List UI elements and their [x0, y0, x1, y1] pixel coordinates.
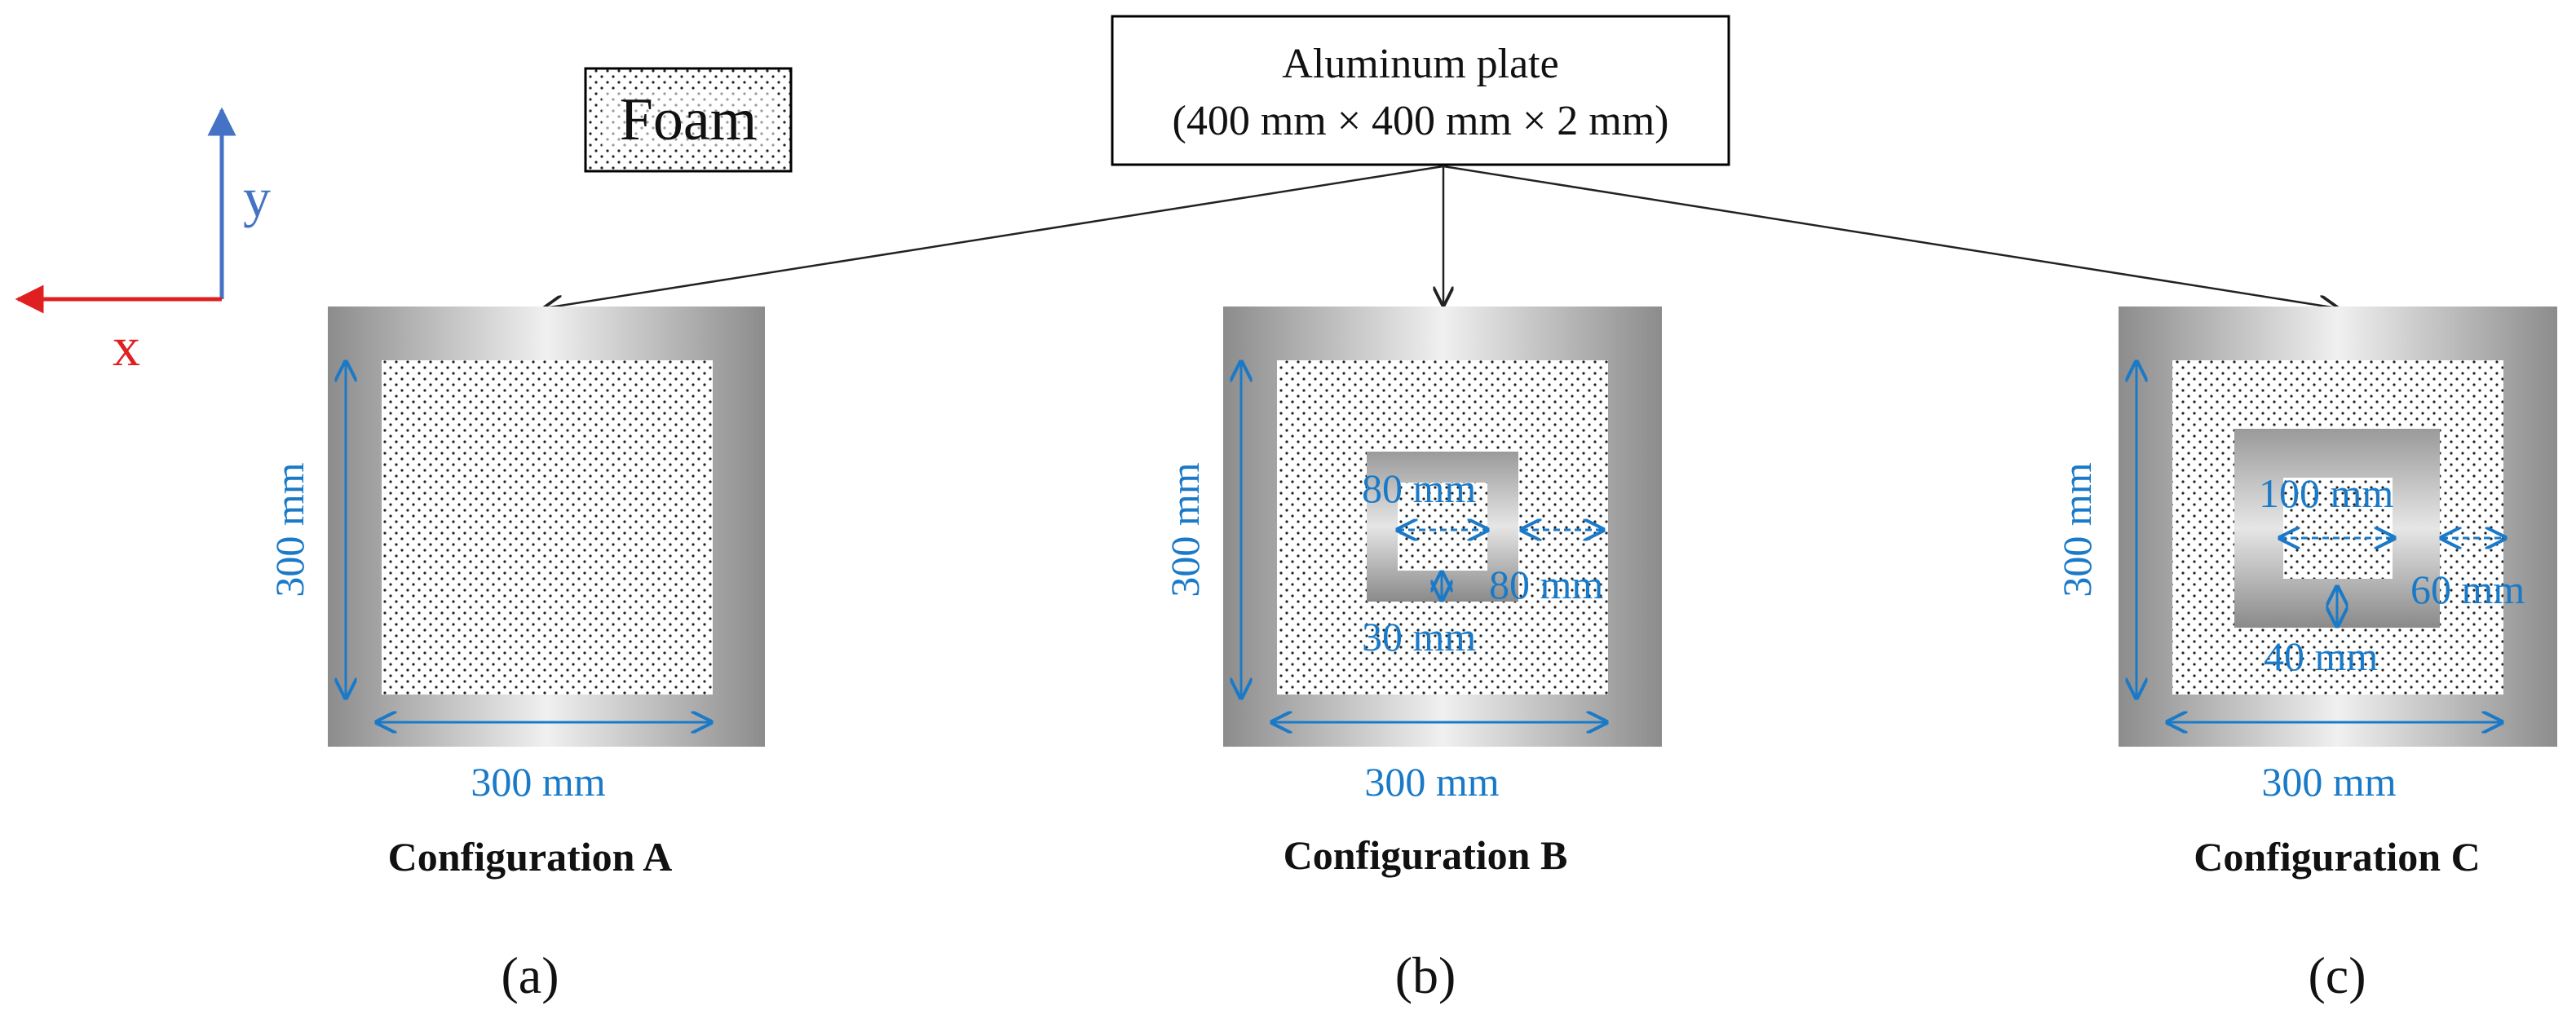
ring-width-dimension-label: 40 mm	[2264, 633, 2378, 679]
configuration-title: Configuration C	[2194, 834, 2480, 880]
arrow-to-config-c	[1443, 165, 2337, 308]
aluminum-plate-title: Aluminum plate	[1282, 41, 1558, 87]
panel-label: (c)	[2308, 946, 2366, 1004]
frame-gap-dimension-label: 80 mm	[1489, 562, 1603, 607]
hole-dimension-label: 80 mm	[1362, 465, 1476, 511]
y-axis-label: y	[243, 166, 271, 228]
aluminum-plate-dimensions: (400 mm × 400 mm × 2 mm)	[1173, 98, 1669, 144]
foam-legend: Foam	[584, 67, 793, 173]
width-dimension-label: 300 mm	[2261, 759, 2396, 805]
panel-label: (b)	[1395, 946, 1456, 1004]
ring-width-dimension-label: 30 mm	[1362, 614, 1476, 659]
arrow-to-config-a	[545, 165, 1444, 308]
width-dimension-label: 300 mm	[1364, 759, 1499, 805]
foam-legend-label: Foam	[620, 86, 758, 153]
x-axis-label: x	[113, 315, 140, 377]
configuration-c: 100 mm 60 mm 40 mm 300 mm 300 mm Configu…	[2054, 307, 2557, 1004]
configuration-title: Configuration A	[388, 834, 673, 880]
source-arrows	[545, 165, 2337, 308]
frame-gap-dimension-label: 60 mm	[2410, 567, 2525, 612]
height-dimension-label: 300 mm	[1162, 462, 1208, 597]
height-dimension-label: 300 mm	[267, 462, 312, 597]
aluminum-plate-box: Aluminum plate (400 mm × 400 mm × 2 mm)	[1111, 15, 1730, 166]
configuration-b: 80 mm 80 mm 30 mm 300 mm 300 mm Configur…	[1162, 307, 1662, 1004]
width-dimension-label: 300 mm	[471, 759, 605, 805]
configuration-a: 300 mm 300 mm Configuration A (a)	[267, 307, 765, 1004]
configuration-title: Configuration B	[1284, 832, 1568, 878]
hole-dimension-label: 100 mm	[2259, 470, 2393, 516]
foam-core	[382, 360, 713, 695]
panel-label: (a)	[501, 946, 559, 1004]
coordinate-axes: y x	[15, 107, 271, 377]
height-dimension-label: 300 mm	[2054, 462, 2100, 597]
